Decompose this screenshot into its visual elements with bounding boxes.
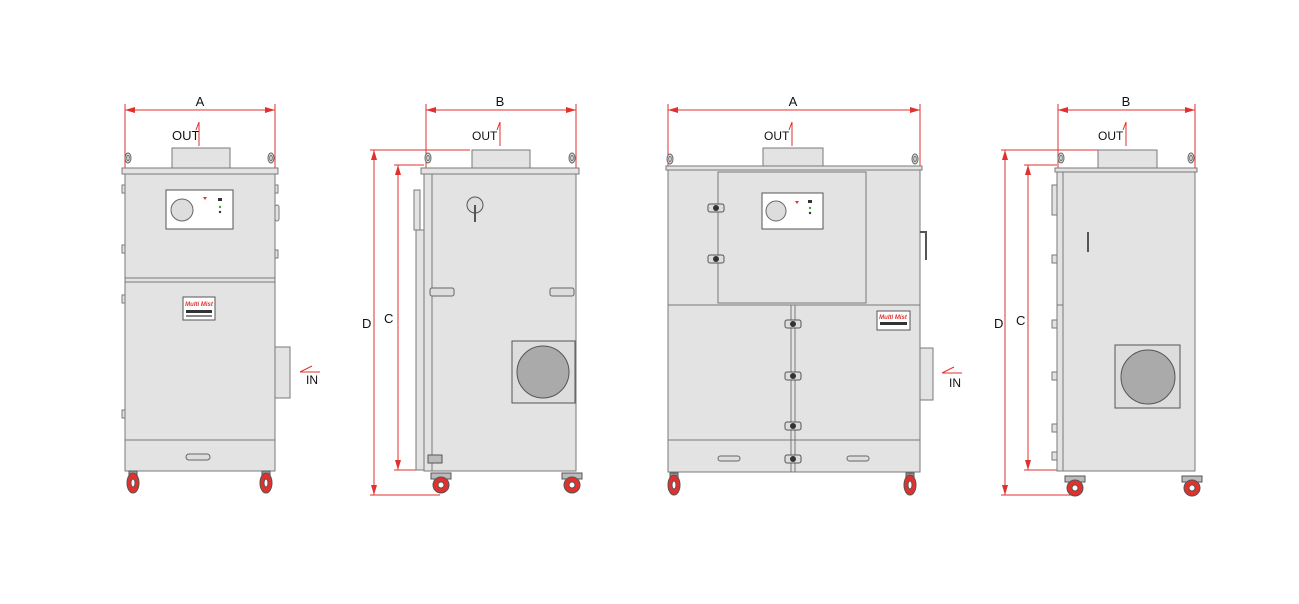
out-label: OUT [472, 129, 498, 143]
dimension-d-label: D [994, 316, 1003, 331]
in-arrow-icon [299, 365, 320, 373]
cabinet-body [423, 173, 577, 472]
dimension-c-label: C [384, 311, 393, 326]
inlet-duct [919, 347, 934, 401]
in-label: IN [949, 376, 961, 390]
dimension-b-label: B [496, 94, 505, 109]
front-view-small: A OUT Multi Mist IN [121, 94, 320, 494]
caster-wheel [1181, 475, 1203, 497]
out-arrow-icon [195, 121, 200, 146]
out-arrow-icon [1122, 121, 1127, 146]
brand-logo-plate [876, 310, 911, 331]
out-arrow-icon [788, 121, 793, 146]
front-view-large: A OUT Multi Mist IN [665, 94, 962, 496]
caster-wheel [667, 472, 681, 496]
upper-door [717, 171, 867, 304]
caster-wheel [259, 470, 273, 494]
brand-logo: Multi Mist [879, 315, 908, 321]
dimension-a-label: A [789, 94, 798, 109]
control-panel [761, 192, 824, 230]
brand-logo: Multi Mist [185, 302, 214, 308]
caster-wheel [126, 470, 140, 494]
brand-logo-plate [182, 296, 216, 321]
caster-wheel [1064, 475, 1086, 497]
caster-wheel [903, 472, 917, 496]
out-label: OUT [764, 129, 790, 143]
inlet-duct [274, 346, 291, 399]
in-arrow-icon [941, 366, 962, 374]
dimension-a-label: A [196, 94, 205, 109]
caster-wheel [561, 472, 583, 494]
side-view-large: B OUT D C [994, 94, 1203, 497]
dimension-b-label: B [1122, 94, 1131, 109]
dimension-d-label: D [362, 316, 371, 331]
pressure-gauge-icon [170, 198, 194, 222]
in-label: IN [306, 373, 318, 387]
caster-wheel [430, 472, 452, 494]
out-label: OUT [172, 128, 200, 143]
outlet-duct [171, 147, 231, 169]
out-label: OUT [1098, 129, 1124, 143]
dimension-c-label: C [1016, 313, 1025, 328]
out-arrow-icon [496, 121, 501, 146]
side-view-small: B OUT D C [362, 94, 583, 496]
cabinet-body [1056, 171, 1196, 472]
